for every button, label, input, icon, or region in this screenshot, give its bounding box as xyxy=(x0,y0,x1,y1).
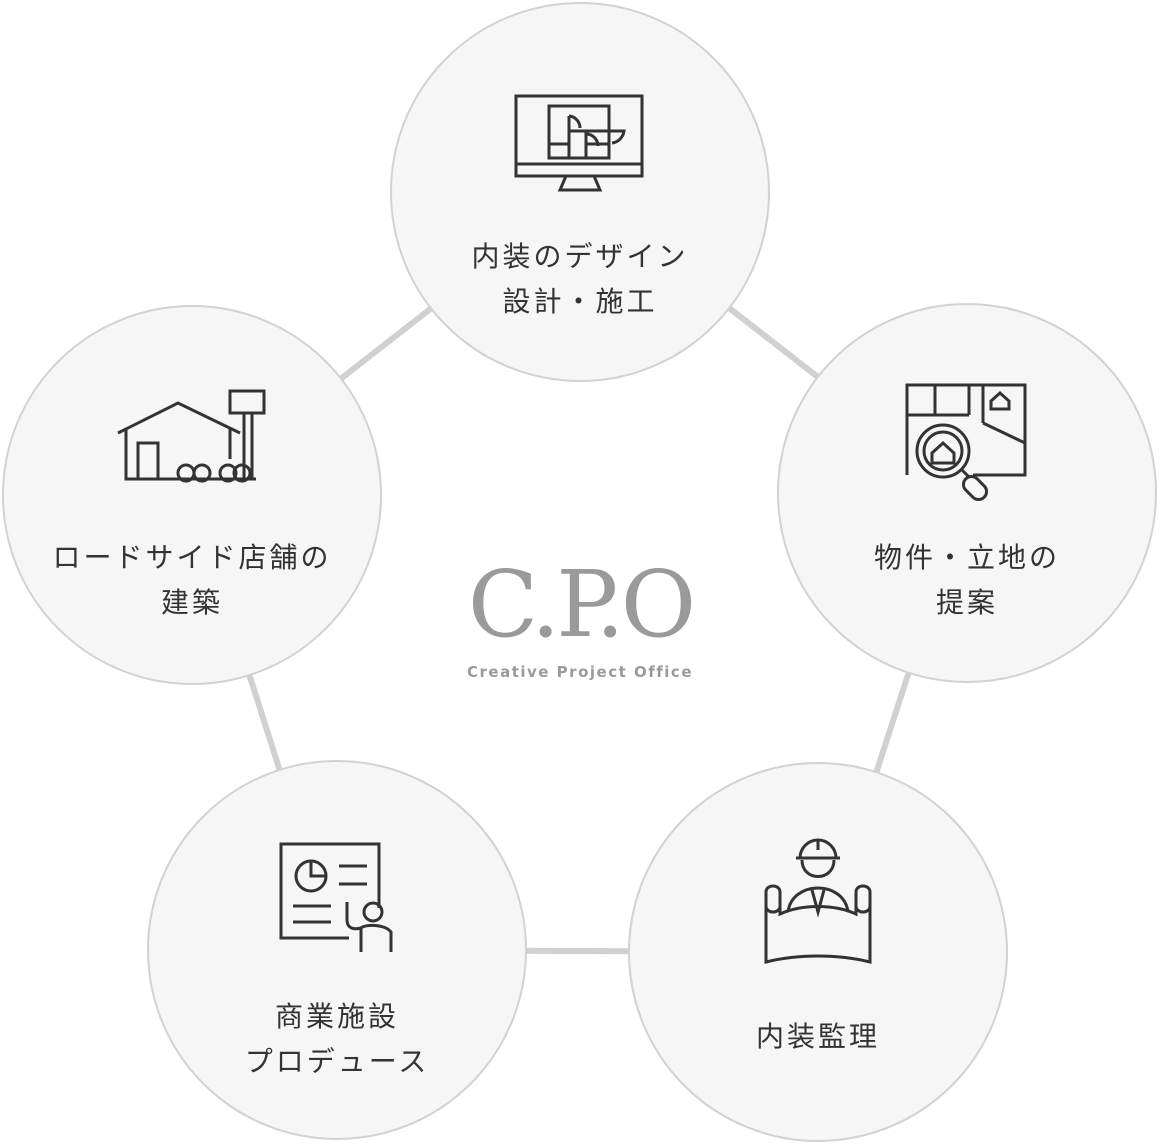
service-label: 内装監理 xyxy=(755,1020,880,1053)
worker-blueprint-icon xyxy=(764,838,872,964)
roadside-store-icon xyxy=(117,389,266,483)
service-label: 商業施設 プロデュース xyxy=(244,1000,430,1078)
service-roadside-store: ロードサイド店舗の 建築 xyxy=(2,305,382,685)
service-property-proposal: 物件・立地の 提案 xyxy=(777,303,1157,683)
monitor-floorplan-icon xyxy=(514,94,644,192)
logo-subtitle: Creative Project Office xyxy=(467,663,693,681)
service-commercial-production: 商業施設 プロデュース xyxy=(147,760,527,1140)
map-search-icon xyxy=(905,383,1027,502)
service-label: 物件・立地の 提案 xyxy=(873,541,1060,619)
presentation-icon xyxy=(279,842,393,952)
logo-mark: C.P.O xyxy=(467,551,696,658)
service-label: ロードサイド店舗の 建築 xyxy=(52,541,332,619)
service-interior-design: 内装のデザイン 設計・施工 xyxy=(390,2,770,382)
service-label: 内装のデザイン 設計・施工 xyxy=(471,240,689,318)
service-interior-supervision: 内装監理 xyxy=(628,762,1008,1142)
cpo-logo: C.P.O Creative Project Office xyxy=(430,551,730,682)
